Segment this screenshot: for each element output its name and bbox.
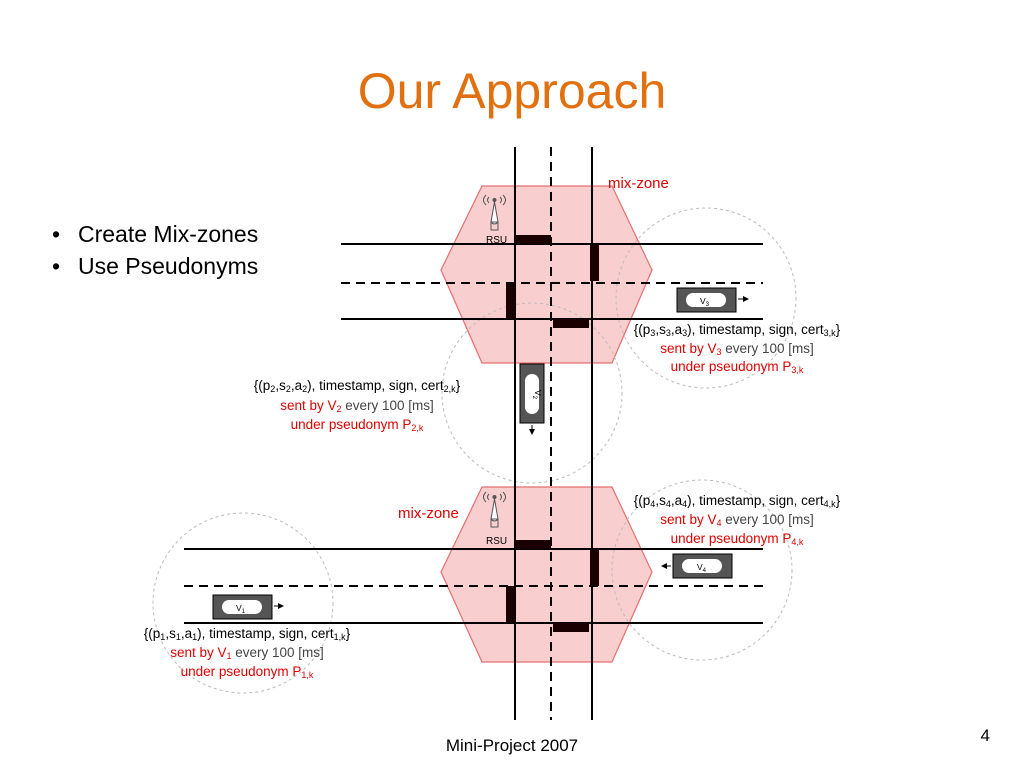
antenna-icon (483, 491, 506, 528)
rsu-top: RSU (483, 194, 507, 246)
bullet-item: Create Mix-zones (52, 219, 258, 249)
page-number: 4 (980, 726, 990, 745)
svg-text:sent by V4 every 100 [ms]: sent by V4 every 100 [ms] (660, 512, 814, 528)
svg-text:{(p2,s2,a2), timestamp, sign,: {(p2,s2,a2), timestamp, sign, cert2,k} (254, 378, 461, 394)
range-circle-v2 (441, 302, 623, 484)
svg-text:under pseudonym P1,k: under pseudonym P1,k (181, 664, 314, 680)
horizontal-road-bottom (184, 548, 763, 624)
range-circle-v1 (152, 512, 334, 694)
range-circle-v4 (611, 479, 793, 661)
message-v3: {(p3,s3,a3), timestamp, sign, cert3,k} s… (634, 322, 841, 375)
bullet-list: Create Mix-zones Use Pseudonyms (52, 219, 258, 283)
message-v2: {(p2,s2,a2), timestamp, sign, cert2,k} s… (254, 378, 461, 433)
svg-text:sent by V2 every 100 [ms]: sent by V2 every 100 [ms] (280, 398, 434, 414)
footer: Mini-Project 2007 (445, 736, 579, 755)
svg-text:under pseudonym P4,k: under pseudonym P4,k (671, 531, 804, 547)
vehicle-v2: V2 (519, 363, 545, 435)
vehicle-v1: V1 (212, 594, 284, 620)
message-v4: {(p4,s4,a4), timestamp, sign, cert4,k} s… (634, 493, 841, 547)
mix-zone-label-top: mix-zone (608, 175, 669, 192)
svg-text:V3: V3 (700, 296, 710, 308)
svg-text:V1: V1 (236, 603, 246, 615)
bullet-item: Use Pseudonyms (52, 251, 258, 281)
mix-zone-bottom (440, 486, 653, 663)
svg-text:under pseudonym P2,k: under pseudonym P2,k (291, 417, 424, 433)
svg-text:under pseudonym P3,k: under pseudonym P3,k (671, 359, 804, 375)
rsu-label: RSU (486, 235, 507, 246)
rsu-bottom: RSU (483, 491, 507, 547)
svg-text:V2: V2 (531, 390, 543, 400)
svg-text:V4: V4 (697, 562, 707, 574)
message-v1: {(p1,s1,a1), timestamp, sign, cert1,k} s… (144, 626, 351, 680)
stop-bars (506, 235, 599, 632)
vehicle-v3: V3 (676, 287, 749, 313)
svg-text:sent by V1 every 100 [ms]: sent by V1 every 100 [ms] (170, 645, 324, 661)
vehicle-v4: V4 (661, 553, 733, 579)
range-circle-v3 (615, 207, 797, 389)
slide-title: Our Approach (357, 63, 667, 119)
mix-zone-label-bottom: mix-zone (398, 505, 459, 522)
antenna-icon (483, 194, 506, 231)
svg-text:{(p1,s1,a1), timestamp, sign,: {(p1,s1,a1), timestamp, sign, cert1,k} (144, 626, 351, 642)
horizontal-road-top (341, 243, 763, 320)
rsu-label: RSU (486, 536, 507, 547)
svg-text:sent by V3 every 100 [ms]: sent by V3 every 100 [ms] (660, 341, 814, 357)
svg-text:{(p4,s4,a4), timestamp, sign,: {(p4,s4,a4), timestamp, sign, cert4,k} (634, 493, 841, 509)
mix-zone-top (440, 185, 653, 364)
svg-text:{(p3,s3,a3), timestamp, sign,: {(p3,s3,a3), timestamp, sign, cert3,k} (634, 322, 841, 338)
